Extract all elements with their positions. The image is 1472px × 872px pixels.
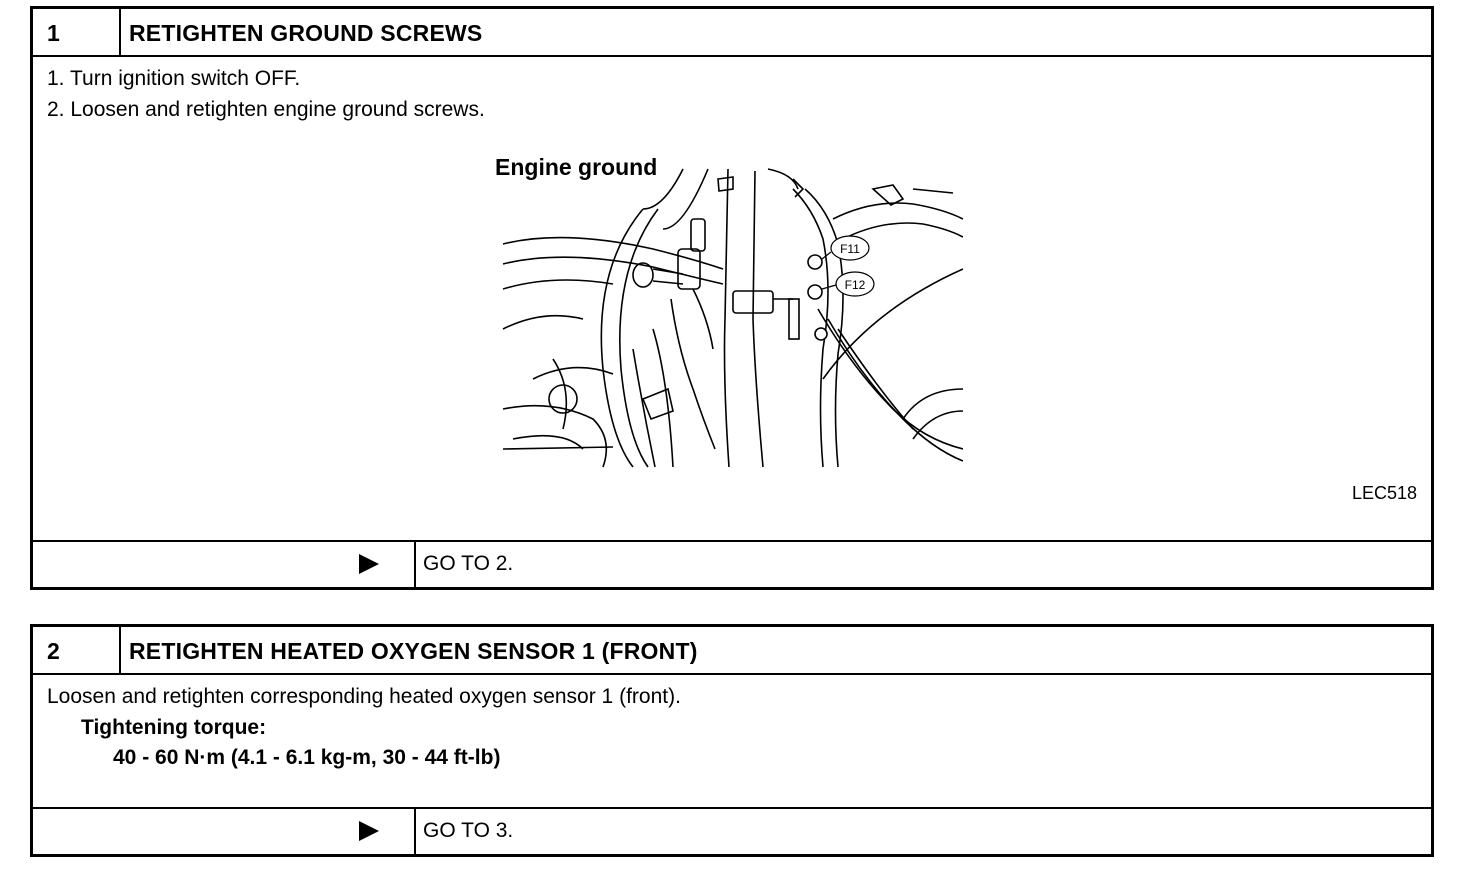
header-divider (119, 627, 121, 673)
callout-f11-bubble (830, 235, 870, 261)
pipe-right-edge (752, 170, 764, 468)
torque-label: Tightening torque: (81, 716, 267, 739)
ground-bolts (807, 254, 828, 341)
step-1-header: 1 RETIGHTEN GROUND SCREWS (33, 9, 1431, 57)
step-1-title: RETIGHTEN GROUND SCREWS (129, 20, 483, 46)
step-2-instruction: Loosen and retighten corresponding heate… (47, 685, 681, 708)
engine-ground-illustration: F11 F12 (502, 168, 963, 468)
pipe-left-edge (723, 168, 730, 468)
bolt-f11 (807, 254, 823, 270)
header-divider (119, 9, 121, 55)
step-2-footer: GO TO 3. (33, 807, 1431, 854)
goto-link[interactable]: GO TO 3. (423, 819, 514, 842)
goto-link[interactable]: GO TO 2. (423, 552, 514, 575)
callout-f12-bubble (835, 271, 875, 297)
step-1-box: 1 RETIGHTEN GROUND SCREWS 1. Turn igniti… (30, 6, 1434, 590)
bolt-f12 (807, 284, 823, 300)
step-1-number: 1 (47, 20, 60, 46)
figure-code: LEC518 (1351, 483, 1417, 503)
step-2-box: 2 RETIGHTEN HEATED OXYGEN SENSOR 1 (FRON… (30, 624, 1434, 857)
step-1-instruction-1: 1. Turn ignition switch OFF. (47, 67, 301, 90)
arrow-right-icon (359, 554, 379, 574)
footer-divider (414, 809, 416, 854)
figure-label: Engine ground (495, 154, 658, 180)
torque-value: 40 - 60 N·m (4.1 - 6.1 kg-m, 30 - 44 ft-… (113, 746, 501, 769)
footer-divider (414, 542, 416, 587)
callout-f11: F11 (840, 242, 860, 256)
step-2-number: 2 (47, 638, 60, 664)
callout-f12: F12 (845, 278, 866, 292)
step-1-footer: GO TO 2. (33, 540, 1431, 587)
step-2-title: RETIGHTEN HEATED OXYGEN SENSOR 1 (FRONT) (129, 638, 698, 664)
arrow-right-icon (359, 821, 379, 841)
step-1-instruction-2: 2. Loosen and retighten engine ground sc… (47, 98, 485, 121)
step-2-header: 2 RETIGHTEN HEATED OXYGEN SENSOR 1 (FRON… (33, 627, 1431, 675)
